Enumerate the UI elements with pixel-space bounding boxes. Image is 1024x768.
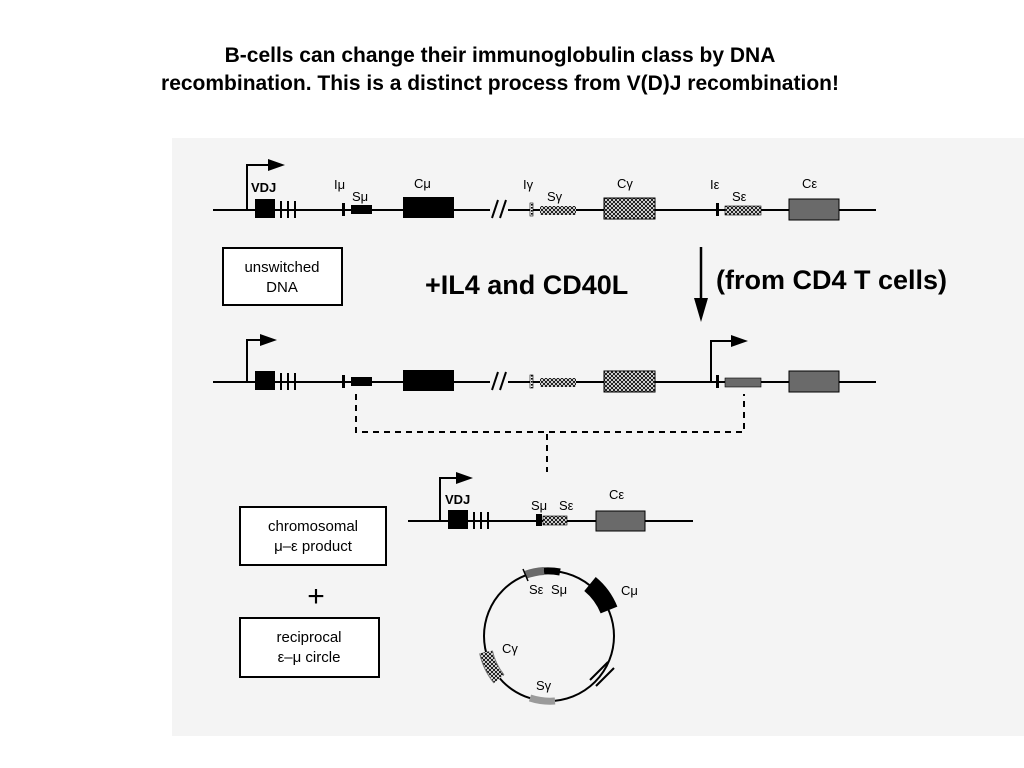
switched-locus: VDJ Sμ Sε Cε xyxy=(408,472,693,532)
label-vdj: VDJ xyxy=(251,180,276,195)
transcription-arrow-icon xyxy=(246,334,277,382)
label-c-epsilon: Cε xyxy=(609,487,624,502)
label-c-gamma: Cγ xyxy=(502,641,518,656)
label-i-mu: Iμ xyxy=(334,177,345,192)
i-gamma-element xyxy=(529,374,534,389)
unswitched-dna-box: unswitched DNA xyxy=(222,247,343,306)
c-mu-exon xyxy=(583,577,618,614)
plus-sign: + xyxy=(307,580,325,613)
s-gamma-region xyxy=(528,694,556,705)
unswitched-line-1: unswitched xyxy=(244,259,319,276)
jh-segments xyxy=(280,201,296,218)
s-epsilon-region xyxy=(724,377,762,388)
c-mu-exon xyxy=(403,370,454,391)
chromosome-break-icon xyxy=(491,199,507,219)
c-gamma-exon xyxy=(603,197,656,220)
down-arrow-icon xyxy=(694,247,708,322)
stimulus-annotation: +IL4 and CD40L xyxy=(425,270,629,300)
label-s-mu: Sμ xyxy=(352,189,368,204)
label-s-gamma: Sγ xyxy=(547,189,563,204)
label-c-mu: Cμ xyxy=(414,176,431,191)
reciprocal-line-1: reciprocal xyxy=(276,629,341,646)
label-s-mu: Sμ xyxy=(531,498,547,513)
label-s-gamma: Sγ xyxy=(536,678,552,693)
reciprocal-circle: Sε Sμ Cμ Cγ Sγ xyxy=(479,567,638,705)
s-mu-region xyxy=(351,205,372,214)
label-s-epsilon: Sε xyxy=(732,189,747,204)
chromosomal-line-1: chromosomal xyxy=(268,518,358,535)
chromosome-break-icon xyxy=(491,371,507,391)
vdj-exon xyxy=(255,199,275,218)
recombination-bracket xyxy=(355,394,745,472)
reciprocal-line-2: ε–μ circle xyxy=(278,649,341,666)
s-epsilon-region xyxy=(724,205,762,216)
label-i-gamma: Iγ xyxy=(523,177,534,192)
title-line-1: B-cells can change their immunoglobulin … xyxy=(224,44,776,67)
c-epsilon-exon xyxy=(595,510,646,532)
unswitched-line-2: DNA xyxy=(266,279,298,296)
i-mu-element xyxy=(342,375,345,388)
i-epsilon-element xyxy=(716,203,719,216)
i-epsilon-element xyxy=(716,375,719,388)
jh-segments xyxy=(280,373,296,390)
germline-locus: VDJ Iμ Sμ Cμ Iγ Sγ Cγ Iε Sε Cε xyxy=(213,159,876,221)
chromosomal-product-box: chromosomal μ–ε product xyxy=(239,506,387,566)
s-gamma-region xyxy=(540,378,576,387)
activated-locus xyxy=(213,334,876,393)
label-s-mu: Sμ xyxy=(551,582,567,597)
s-epsilon-region xyxy=(523,567,545,579)
title-line-2: recombination. This is a distinct proces… xyxy=(161,72,839,95)
vdj-exon xyxy=(255,371,275,390)
jh-segments xyxy=(473,512,489,529)
reciprocal-circle-box: reciprocal ε–μ circle xyxy=(239,617,380,678)
label-c-epsilon: Cε xyxy=(802,176,817,191)
label-c-mu: Cμ xyxy=(621,583,638,598)
label-s-epsilon: Sε xyxy=(559,498,574,513)
chromosomal-line-2: μ–ε product xyxy=(274,538,353,555)
s-mu-region xyxy=(351,377,372,386)
c-epsilon-exon xyxy=(788,370,840,393)
i-mu-element xyxy=(342,203,345,216)
label-i-epsilon: Iε xyxy=(710,177,720,192)
s-mu-region xyxy=(543,567,561,576)
s-mu-region xyxy=(536,514,542,526)
c-mu-exon xyxy=(403,197,454,218)
label-vdj: VDJ xyxy=(445,492,470,507)
c-gamma-exon xyxy=(603,370,656,393)
c-epsilon-exon xyxy=(788,198,840,221)
label-s-epsilon: Sε xyxy=(529,582,544,597)
slide-title: B-cells can change their immunoglobulin … xyxy=(40,42,960,98)
transcription-arrow-icon xyxy=(439,472,473,521)
vdj-exon xyxy=(448,510,468,529)
germline-transcription-arrow-icon xyxy=(710,335,748,382)
s-epsilon-region xyxy=(542,515,568,526)
s-gamma-region xyxy=(540,206,576,215)
source-annotation: (from CD4 T cells) xyxy=(716,265,948,295)
transcription-arrow-icon xyxy=(246,159,285,210)
i-gamma-element xyxy=(529,202,534,217)
chromosome-break-icon xyxy=(589,661,615,687)
label-c-gamma: Cγ xyxy=(617,176,633,191)
